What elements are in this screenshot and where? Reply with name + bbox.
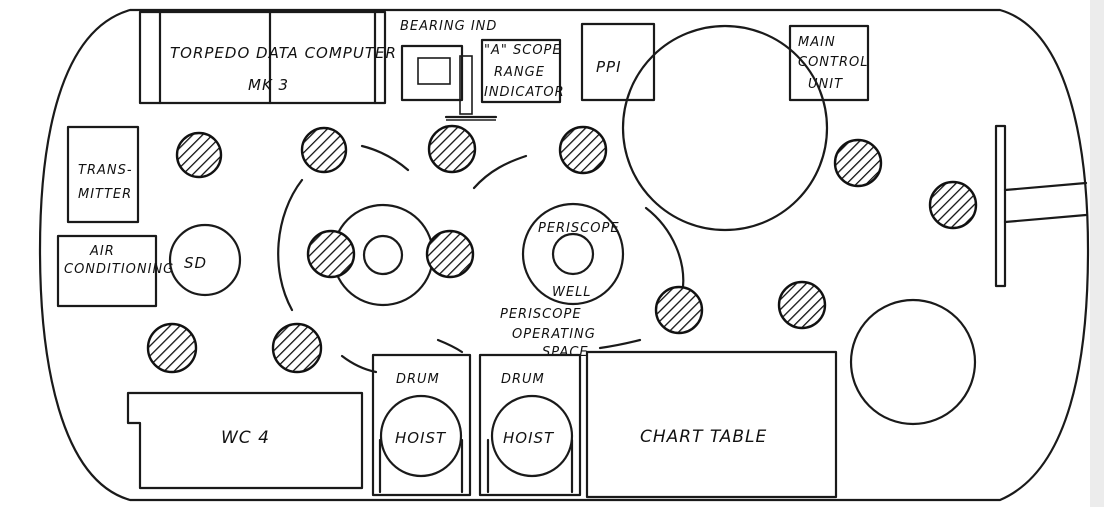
periscope-well: PERISCOPE WELL	[436, 154, 685, 354]
periscope-well-label-line2: WELL	[552, 285, 592, 300]
stanchion	[425, 229, 475, 279]
transmitter-label-line1: TRANS-	[78, 163, 133, 178]
tdc-label-line2: MK 3	[248, 76, 289, 94]
stanchion	[654, 285, 704, 335]
stanchion	[558, 125, 608, 175]
stanchion	[146, 322, 198, 374]
page-margin	[1090, 0, 1104, 507]
drum-hoist-left: DRUM HOIST	[371, 353, 472, 497]
periscope-operating-space: PERISCOPE OPERATING SPACE	[500, 307, 596, 360]
stanchion	[427, 124, 477, 174]
pos-label-line1: PERISCOPE	[500, 307, 582, 322]
drum-hoist-right: DRUM HOIST	[478, 353, 582, 497]
transmitter-label-line2: MITTER	[78, 187, 132, 202]
stanchions	[146, 124, 978, 374]
sd-radar-mast: SD	[168, 223, 242, 297]
pos-label-line3: SPACE	[542, 345, 589, 360]
air-conditioning: AIR CONDITIONING	[56, 234, 174, 308]
tdc-label-line1: TORPEDO DATA COMPUTER	[170, 44, 397, 62]
mcu-label-line1: MAIN	[798, 35, 836, 50]
ascope-label-line1: "A" SCOPE	[484, 43, 562, 58]
ascope-label-line3: INDICATOR	[484, 85, 565, 100]
ppi-console: PPI	[580, 22, 656, 102]
stanchion	[928, 180, 978, 230]
lower-hatch-circle	[849, 298, 977, 426]
periscope-well-label-line1: PERISCOPE	[538, 221, 620, 236]
chart-table: CHART TABLE	[585, 350, 838, 499]
chart-table-label: CHART TABLE	[640, 427, 767, 447]
stanchion	[833, 138, 883, 188]
stanchion	[271, 322, 323, 374]
hoist-left-label: HOIST	[395, 429, 447, 447]
pos-label-line2: OPERATING	[512, 327, 596, 342]
hoist-right-label: HOIST	[503, 429, 555, 447]
sd-label: SD	[184, 254, 207, 272]
hull-outline	[38, 8, 1090, 502]
drum-right-label: DRUM	[501, 372, 545, 387]
mcu-label-line3: UNIT	[808, 77, 843, 92]
mcu-label-line2: CONTROL	[798, 55, 868, 70]
torpedo-data-computer: TORPEDO DATA COMPUTER MK 3	[138, 10, 397, 105]
ascope-label-line2: RANGE	[494, 65, 545, 80]
aft-bulkhead-hatch	[994, 124, 1088, 288]
drum-left-label: DRUM	[396, 372, 440, 387]
transmitter: TRANS- MITTER	[66, 125, 140, 224]
aircon-label-line1: AIR	[89, 244, 115, 259]
aircon-label-line2: CONDITIONING	[64, 262, 174, 277]
bearing-indicator: BEARING IND	[400, 19, 498, 121]
stanchion	[777, 280, 827, 330]
main-control-unit: MAIN CONTROL UNIT	[788, 24, 870, 102]
stanchion	[306, 229, 356, 279]
ppi-label: PPI	[596, 58, 622, 76]
stanchion	[175, 131, 223, 179]
a-scope-range-indicator: "A" SCOPE RANGE INDICATOR	[480, 38, 565, 104]
hatch-trunk-circle	[621, 24, 829, 232]
wc-label: WC 4	[221, 428, 270, 448]
bearing-ind-label: BEARING IND	[400, 19, 497, 34]
stanchion	[300, 126, 348, 174]
wc-room: WC 4	[126, 391, 364, 490]
